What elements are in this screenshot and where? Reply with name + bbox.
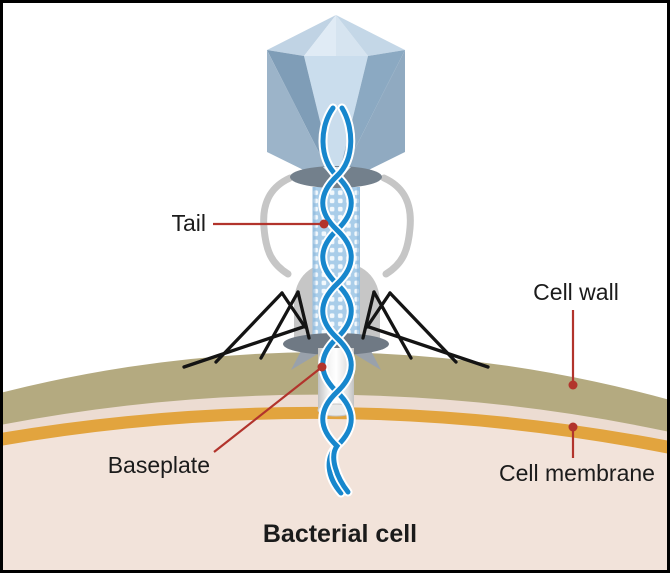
baseplate-label: Baseplate <box>107 452 210 478</box>
capsid-facet <box>304 15 336 60</box>
cell-membrane-leader-dot <box>568 422 578 432</box>
cell-interior <box>0 418 670 573</box>
tail-fiber <box>259 290 300 360</box>
sheath-edge-left <box>312 187 316 346</box>
annotations <box>213 219 578 458</box>
capsid-facet <box>336 15 405 56</box>
whisker-right <box>380 174 414 278</box>
capsid-head <box>267 15 405 186</box>
tail-fibers <box>182 290 490 369</box>
capsid-facet <box>267 15 336 56</box>
baseplate-leader-dot <box>317 362 327 372</box>
cell-membrane-label: Cell membrane <box>499 460 655 486</box>
capsid-facet <box>304 56 368 186</box>
tail-fiber <box>372 290 413 360</box>
tail-fiber <box>280 291 307 329</box>
dna-helix <box>318 103 356 498</box>
sheath-edge-right <box>356 187 360 346</box>
bacteriophage <box>182 15 490 498</box>
tail-label: Tail <box>171 210 206 236</box>
dna-strand <box>320 105 354 496</box>
tail-fiber <box>182 325 305 369</box>
tail-fiber <box>365 291 392 329</box>
cell-wall-label: Cell wall <box>533 279 619 305</box>
tail-leader-dot <box>319 219 329 229</box>
whiskers <box>260 174 414 278</box>
capsid-facet <box>267 50 336 186</box>
tail-fiber <box>296 290 311 340</box>
tail-fiber <box>367 325 490 369</box>
bacterial-cell-label: Bacterial cell <box>262 520 418 548</box>
tail-fiber <box>388 291 458 364</box>
tail-fiber <box>214 291 284 364</box>
cell-wall-leader-dot <box>568 380 578 390</box>
capsid-facet <box>336 15 368 60</box>
dna-strand <box>320 105 354 495</box>
baseplate-leader-line <box>213 366 323 453</box>
whisker-left <box>260 174 294 278</box>
tail-fiber <box>361 290 376 340</box>
